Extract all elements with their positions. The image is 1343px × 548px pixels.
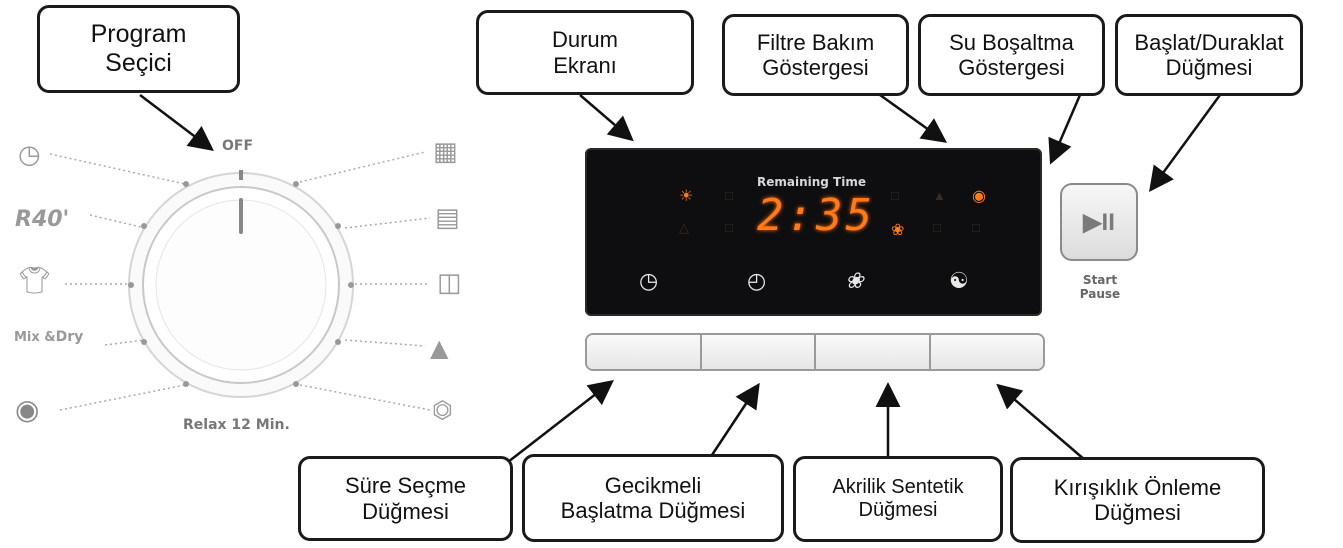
callout-time-select-line2: Düğmesi: [362, 498, 449, 524]
start-pause-label: Start Pause: [1070, 273, 1130, 302]
callout-program-selector: Program Seçici: [37, 5, 240, 93]
program-r40-label: R40': [15, 207, 69, 232]
sun-indicator-icon: ☀: [679, 188, 694, 205]
iron-icon: ⏣: [432, 396, 453, 424]
hanger-icon: ▲: [430, 334, 449, 362]
delay-start-button[interactable]: [701, 335, 816, 369]
arrow-status-display: [579, 94, 634, 142]
wool-icon: ◉: [15, 393, 40, 426]
callout-anti-crease: Kırışıklık Önleme Düğmesi: [1010, 457, 1265, 543]
callout-status-display-line1: Durum: [551, 27, 618, 53]
program-mix-dry: Mix &Dry: [14, 330, 83, 344]
callout-delay-start-line1: Gecikmeli: [604, 472, 702, 498]
callout-program-selector-line1: Program: [90, 20, 187, 49]
indicator-2-icon: △: [679, 220, 689, 235]
function-button-bar: [585, 333, 1045, 371]
dial-off-label: OFF: [222, 138, 254, 154]
callout-drain-line2: Göstergesi: [958, 55, 1065, 80]
indicator-4-icon: □: [891, 188, 899, 203]
r40-text: R40': [15, 207, 70, 232]
arrow-time-select: [507, 379, 614, 463]
callout-program-selector-line2: Seçici: [105, 49, 172, 77]
acrylic-icon: ❀: [845, 268, 864, 293]
time-select-icon: ◷: [639, 268, 659, 293]
time-readout: 2:35: [757, 190, 875, 241]
callout-acrylic: Akrilik Sentetik Düğmesi: [793, 456, 1003, 542]
indicator-1-icon: □: [725, 188, 733, 203]
anti-crease-button[interactable]: [930, 335, 1043, 369]
arrow-start: [1149, 94, 1222, 193]
mix-label: Mix &: [14, 330, 56, 345]
status-display: Remaining Time 2:35 ☀ □ △ □ □ ❀ ▲ □ ◉ □ …: [585, 148, 1042, 316]
arrow-program-selector: [139, 94, 214, 152]
drain-indicator-icon: ◉: [972, 188, 986, 205]
shirt-icon: 👕︎: [18, 266, 52, 296]
callout-delay-start-line2: Başlatma Düğmesi: [560, 498, 746, 523]
program-selector-dial[interactable]: [126, 170, 356, 400]
callout-start-pause: Başlat/Duraklat Düğmesi: [1115, 14, 1303, 96]
callout-anti-crease-line1: Kırışıklık Önleme: [1053, 474, 1222, 500]
arrow-anti-crease: [996, 383, 1086, 461]
dry-label: Dry: [55, 329, 84, 345]
play-pause-icon: ▶II: [1083, 208, 1115, 236]
callout-acrylic-line2: Düğmesi: [858, 499, 938, 521]
acrylic-synthetic-button[interactable]: [816, 335, 931, 369]
callout-filter-line2: Göstergesi: [762, 55, 869, 80]
callout-delay-start: Gecikmeli Başlatma Düğmesi: [522, 454, 784, 542]
callout-time-select: Süre Seçme Düğmesi: [298, 456, 513, 541]
arrow-delay-start: [708, 382, 760, 459]
wardrobe-icon: ◫: [437, 268, 462, 298]
callout-start-line1: Başlat/Duraklat: [1134, 29, 1284, 55]
callout-time-select-line1: Süre Seçme: [344, 473, 467, 499]
remaining-time-label: Remaining Time: [757, 175, 867, 189]
indicator-3-icon: □: [725, 220, 733, 235]
leaf-indicator-icon: ❀: [891, 222, 905, 239]
clock-icon: ◷: [18, 140, 41, 170]
indicator-6-icon: □: [972, 220, 980, 235]
start-pause-button[interactable]: ▶II: [1060, 183, 1138, 261]
callout-drain-indicator: Su Boşaltma Göstergesi: [918, 14, 1105, 96]
start-label-line2: Pause: [1079, 286, 1121, 301]
dial-relax-label: Relax 12 Min.: [183, 417, 290, 433]
delay-start-icon: ◴: [747, 268, 767, 293]
arrow-drain: [1048, 94, 1082, 165]
callout-drain-line1: Su Boşaltma: [949, 29, 1074, 55]
callout-anti-crease-line2: Düğmesi: [1094, 500, 1181, 525]
callout-status-display-line2: Ekranı: [553, 52, 617, 78]
indicator-5-icon: □: [933, 220, 941, 235]
callout-acrylic-line1: Akrilik Sentetik: [832, 476, 964, 498]
callout-filter-line1: Filtre Bakım: [756, 29, 875, 55]
jeans-icon: ▤: [435, 203, 460, 233]
anti-crease-icon: ☯: [949, 268, 969, 293]
callout-start-line2: Düğmesi: [1165, 55, 1253, 80]
filter-indicator-icon: ▲: [933, 188, 946, 203]
callout-filter-indicator: Filtre Bakım Göstergesi: [722, 14, 909, 96]
towel-icon: ▦: [433, 137, 458, 167]
time-select-button[interactable]: [587, 335, 702, 369]
arrow-filter: [879, 93, 948, 143]
callout-status-display: Durum Ekranı: [476, 10, 694, 95]
start-label-line1: Start: [1082, 273, 1118, 287]
